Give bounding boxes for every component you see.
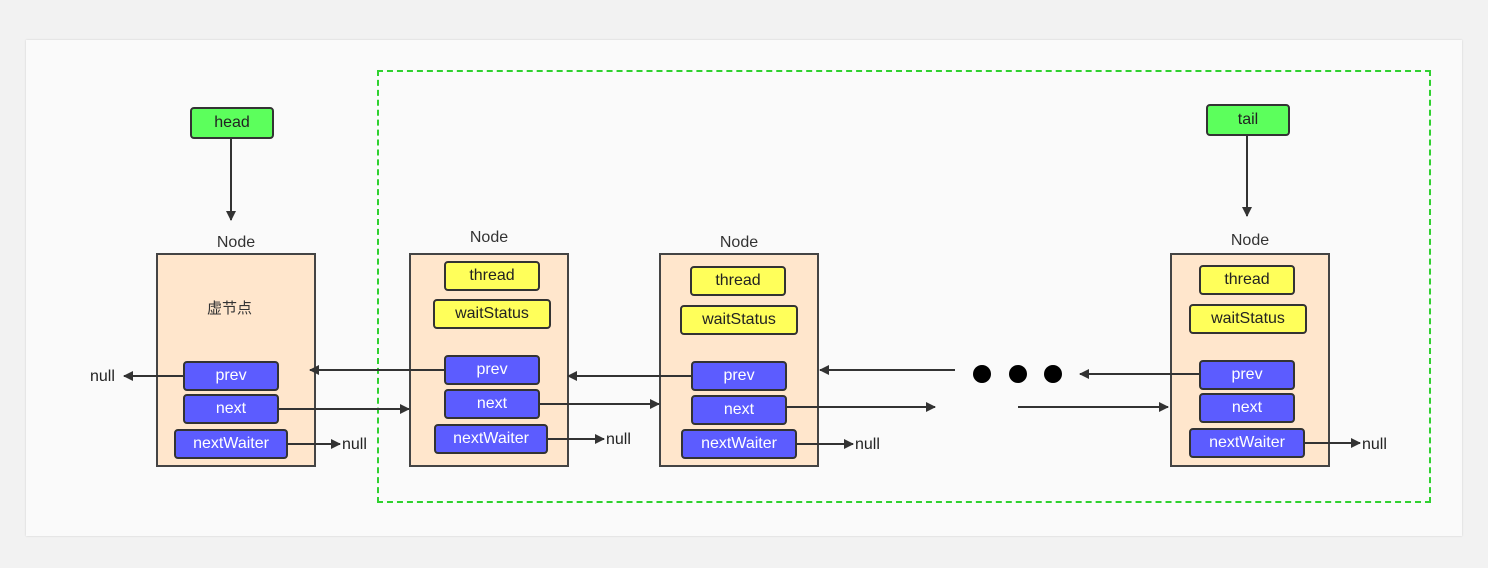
thread-field: thread xyxy=(1199,265,1295,295)
null-label: null xyxy=(342,436,367,453)
next-field: next xyxy=(183,394,279,424)
nextwaiter-field: nextWaiter xyxy=(1189,428,1305,458)
node-caption: Node xyxy=(469,229,509,246)
nextwaiter-field: nextWaiter xyxy=(174,429,288,459)
ellipsis-dot xyxy=(1009,365,1027,383)
prev-field: prev xyxy=(444,355,540,385)
next-field: next xyxy=(444,389,540,419)
ellipsis-dot xyxy=(1044,365,1062,383)
ellipsis-dot xyxy=(973,365,991,383)
node-caption: Node xyxy=(719,234,759,251)
nextwaiter-field: nextWaiter xyxy=(434,424,548,454)
thread-field: thread xyxy=(690,266,786,296)
head-pointer: head xyxy=(190,107,274,139)
waitstatus-field: waitStatus xyxy=(680,305,798,335)
tail-pointer: tail xyxy=(1206,104,1290,136)
node-caption: Node xyxy=(1230,232,1270,249)
null-label: null xyxy=(606,431,631,448)
waitstatus-field: waitStatus xyxy=(433,299,551,329)
null-label: null xyxy=(90,368,115,385)
next-field: next xyxy=(1199,393,1295,423)
node-caption: Node xyxy=(216,234,256,251)
prev-field: prev xyxy=(691,361,787,391)
virtual-node-label: 虚节点 xyxy=(207,300,253,317)
sync-queue-boundary xyxy=(377,70,1431,503)
waitstatus-field: waitStatus xyxy=(1189,304,1307,334)
thread-field: thread xyxy=(444,261,540,291)
null-label: null xyxy=(855,436,880,453)
nextwaiter-field: nextWaiter xyxy=(681,429,797,459)
prev-field: prev xyxy=(1199,360,1295,390)
next-field: next xyxy=(691,395,787,425)
null-label: null xyxy=(1362,436,1387,453)
prev-field: prev xyxy=(183,361,279,391)
